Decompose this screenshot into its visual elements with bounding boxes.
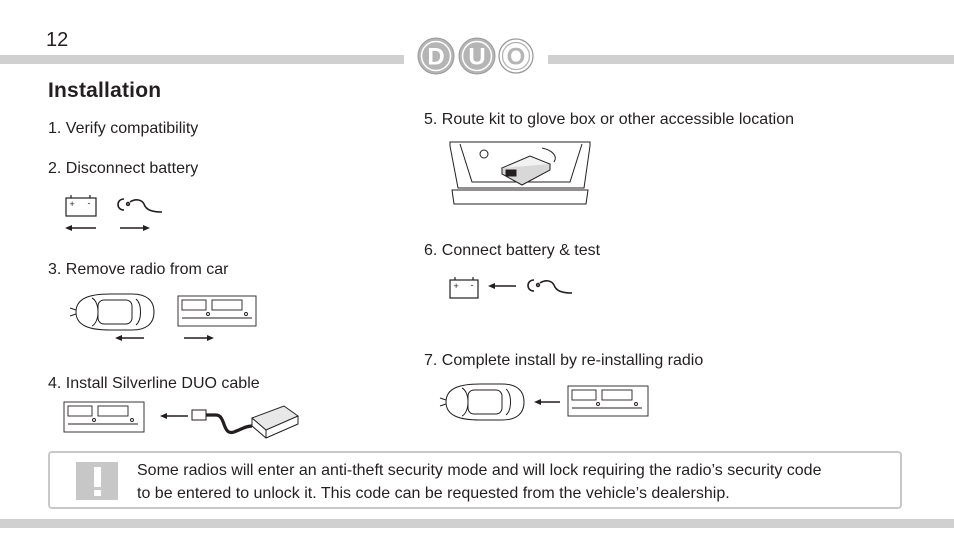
glove-box-illustration: [446, 138, 596, 208]
arrow-left-icon: [65, 225, 96, 231]
cable-icon: [527, 279, 573, 294]
footer-rule: [0, 519, 954, 528]
svg-text:U: U: [468, 44, 485, 71]
battery-icon: [65, 195, 97, 217]
car-radio-icon: [567, 385, 649, 417]
svg-text:+: +: [70, 199, 75, 209]
arrow-left-icon: [534, 399, 560, 405]
section-title: Installation: [48, 79, 162, 102]
warning-text-line-2: to be entered to unlock it. This code ca…: [137, 485, 730, 502]
svg-text:+: +: [454, 281, 459, 291]
remove-radio-illustration: [66, 290, 266, 346]
exclamation-icon: [76, 462, 118, 500]
arrow-right-icon: [184, 335, 214, 341]
warning-text: Some radios will enter an anti-theft sec…: [137, 459, 902, 505]
warning-text-line-1: Some radios will enter an anti-theft sec…: [137, 462, 822, 479]
duo-module-icon: [500, 155, 552, 186]
car-radio-icon: [177, 295, 257, 327]
step-7-label: 7. Complete install by re-installing rad…: [424, 352, 704, 369]
car-top-view-icon: [439, 383, 525, 421]
step-3-label: 3. Remove radio from car: [48, 261, 229, 278]
header-rule-right: [548, 55, 954, 64]
step-2-label: 2. Disconnect battery: [48, 160, 199, 177]
step-1-label: 1. Verify compatibility: [48, 120, 199, 137]
arrow-right-icon: [120, 225, 150, 231]
step-4-label: 4. Install Silverline DUO cable: [48, 375, 260, 392]
car-top-view-icon: [69, 293, 155, 331]
arrow-left-icon: [488, 283, 516, 289]
warning-note: Some radios will enter an anti-theft sec…: [48, 451, 902, 509]
svg-text:-: -: [471, 280, 474, 290]
step-5-label: 5. Route kit to glove box or other acces…: [424, 111, 794, 128]
arrow-left-icon: [115, 335, 144, 341]
header-rule-left: [0, 55, 404, 64]
svg-text:-: -: [88, 198, 91, 208]
car-radio-icon: [63, 401, 145, 433]
connect-battery-illustration: + -: [448, 274, 578, 304]
arrow-left-icon: [160, 413, 188, 419]
svg-text:D: D: [427, 44, 444, 71]
install-cable-illustration: [62, 398, 302, 444]
cable-icon: [117, 198, 163, 213]
duo-cable-icon: [191, 405, 300, 439]
page-number: 12: [46, 29, 69, 51]
step-6-label: 6. Connect battery & test: [424, 242, 601, 259]
duo-logo: D U O: [416, 36, 536, 76]
disconnect-battery-illustration: + -: [62, 192, 172, 234]
svg-text:O: O: [507, 44, 526, 71]
battery-icon: [449, 277, 479, 299]
reinstall-radio-illustration: [436, 382, 656, 426]
